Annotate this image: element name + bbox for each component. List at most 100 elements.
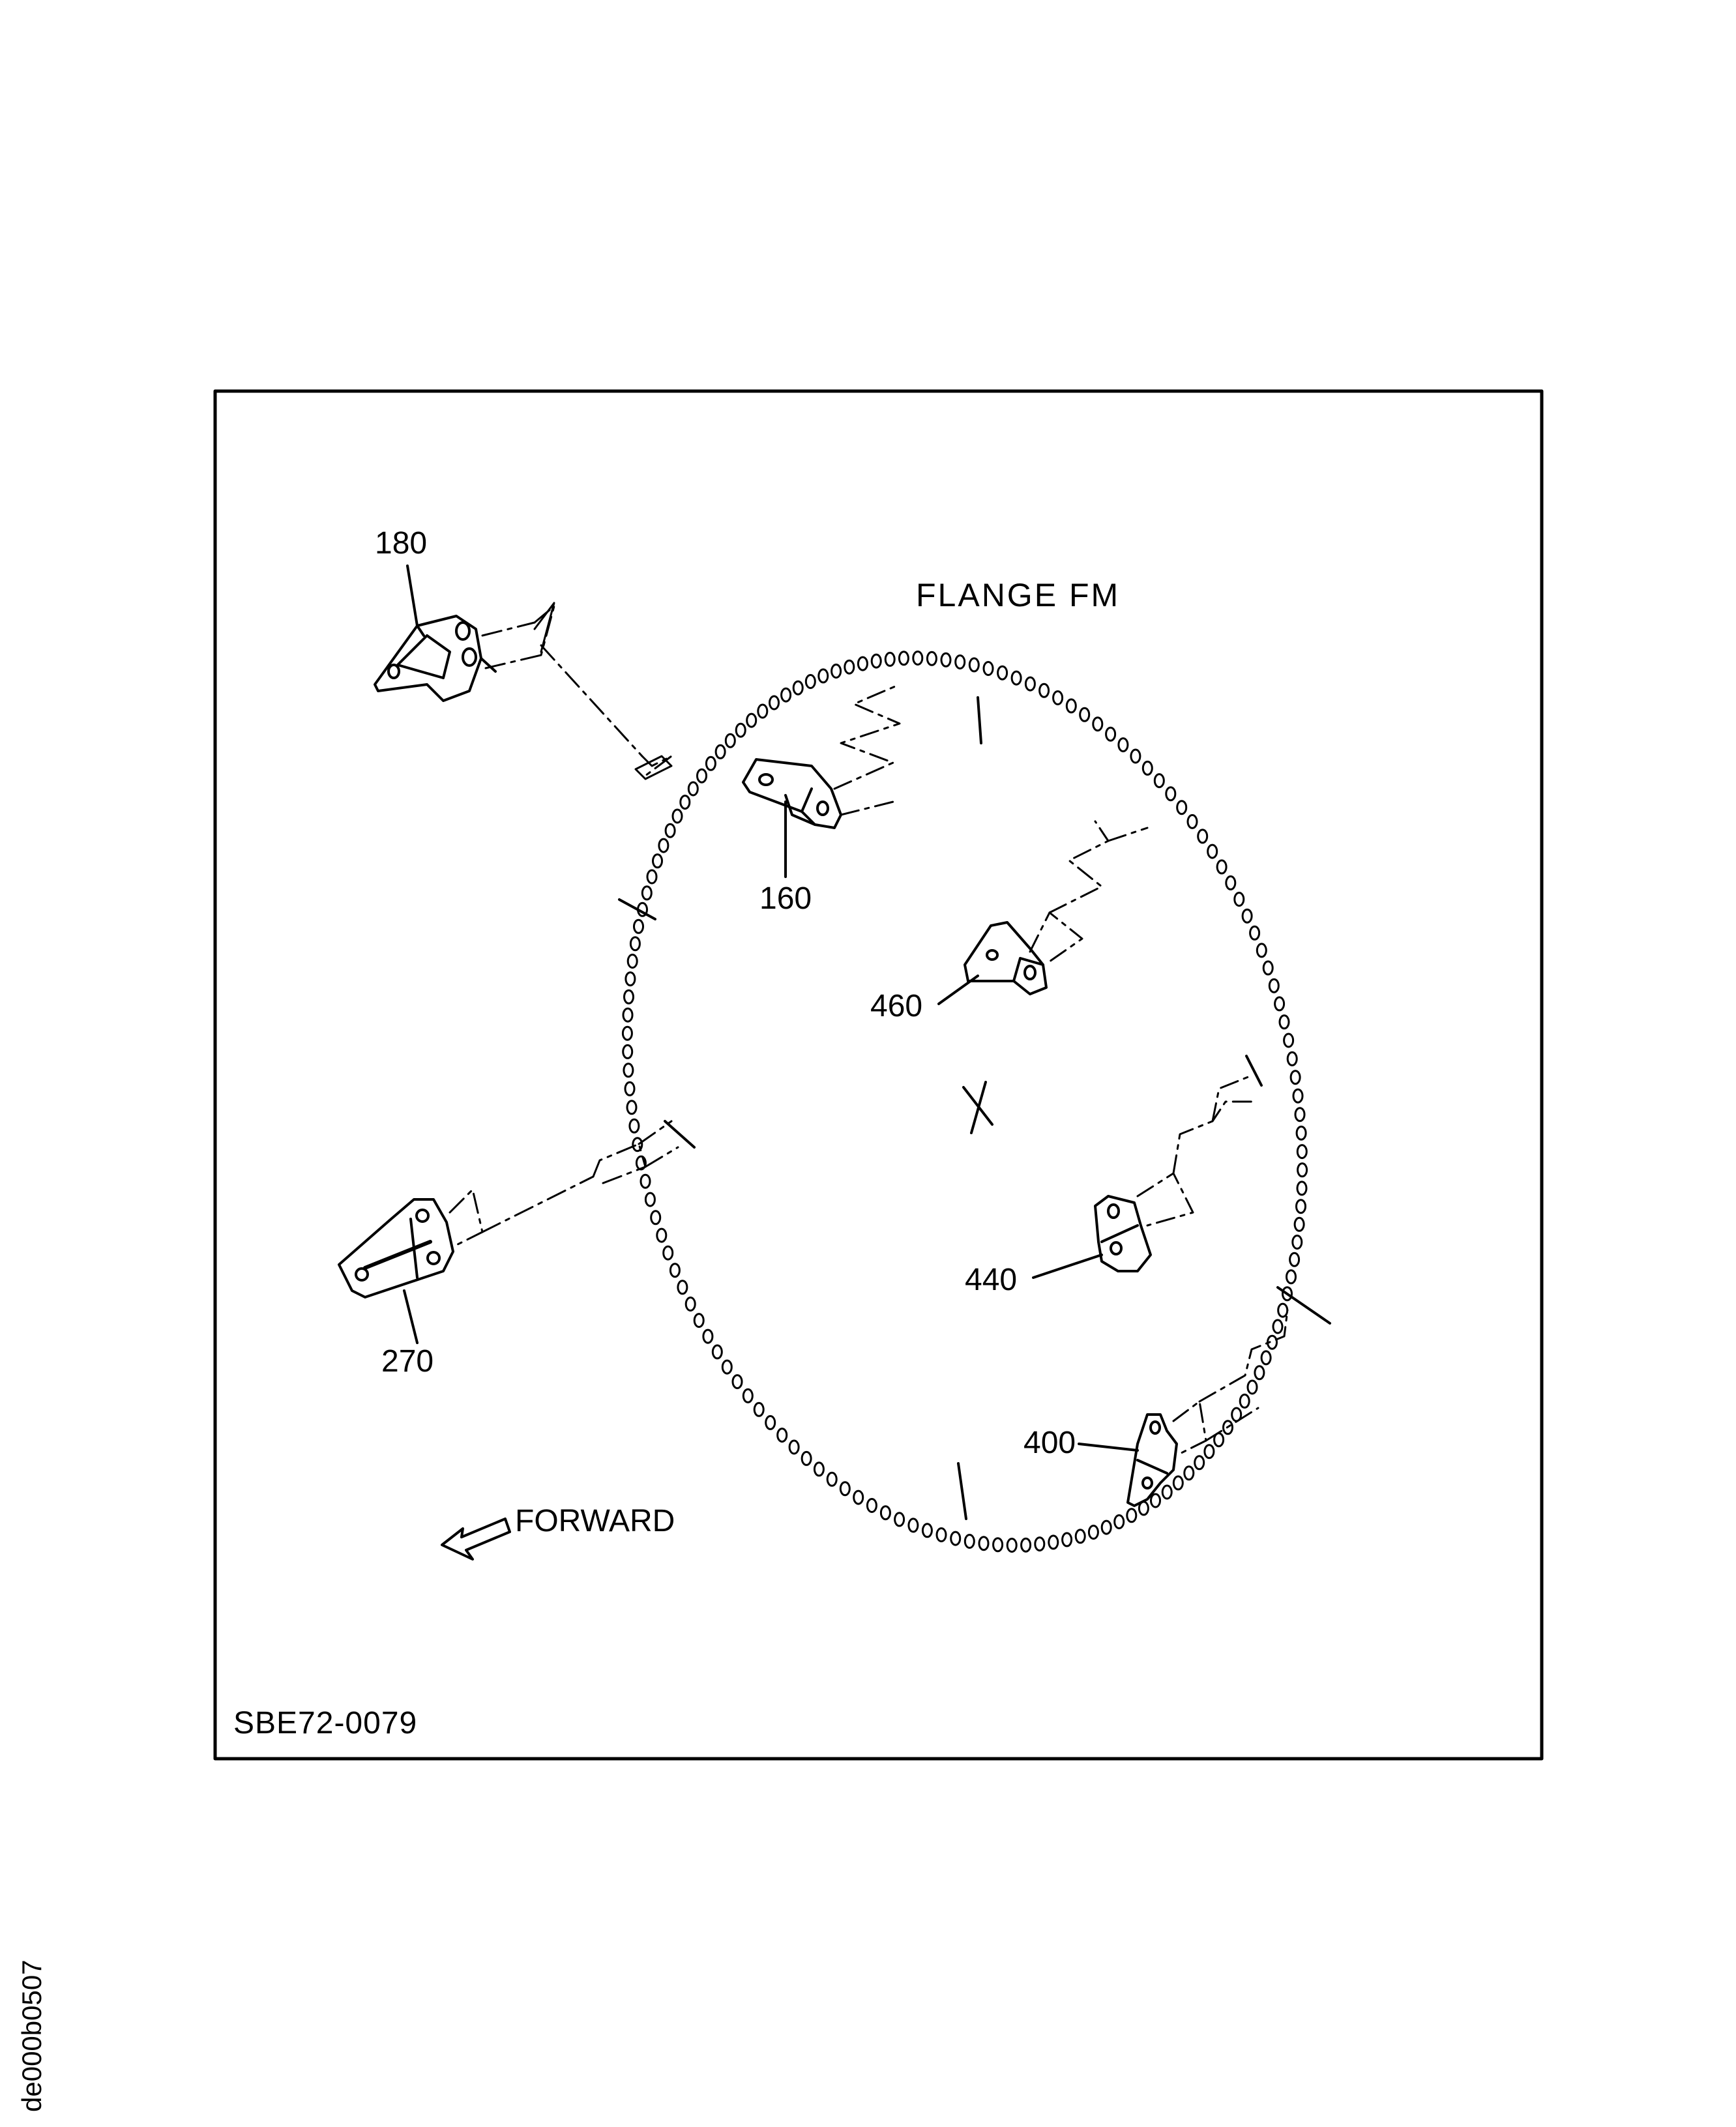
flange-hole <box>1283 1033 1295 1048</box>
flange-hole <box>1010 670 1022 686</box>
bracket-440 <box>1094 1195 1152 1272</box>
flange-hole <box>1087 1525 1099 1540</box>
installation-line-180 <box>481 605 673 777</box>
flange-hole <box>1165 786 1177 802</box>
flange-hole <box>1126 1508 1138 1523</box>
flange-hole <box>1274 996 1286 1012</box>
flange-hole <box>1296 1181 1308 1196</box>
flange-hole <box>1297 1162 1308 1178</box>
flange-hole <box>621 1025 633 1041</box>
flange-hole <box>711 1344 723 1360</box>
flange-hole <box>1130 748 1141 764</box>
flange-hole <box>626 954 638 969</box>
figure-id: SBE72-0079 <box>233 1706 418 1740</box>
flange-hole <box>623 989 634 1005</box>
flange-hole <box>1105 726 1117 742</box>
forward-arrow-icon <box>441 1518 511 1561</box>
flange-hole <box>646 869 658 885</box>
flange-hole <box>935 1527 947 1542</box>
flange-hole <box>1024 676 1036 692</box>
flange-hole <box>687 781 699 797</box>
flange-hole <box>926 651 937 666</box>
flange-hole <box>1286 1269 1297 1285</box>
flange-hole <box>912 651 924 666</box>
flange-hole <box>982 661 994 676</box>
flange-hole <box>623 1063 634 1078</box>
flange-hole <box>656 1227 668 1243</box>
flange-hole <box>1153 773 1165 789</box>
flange-hole <box>879 1505 891 1521</box>
flange-hole <box>1256 943 1267 958</box>
flange-hole <box>1222 1420 1233 1435</box>
flange-hole <box>629 936 641 952</box>
flange-hole <box>968 657 980 673</box>
callout-270: 270 <box>381 1344 434 1379</box>
flange-hole <box>992 1537 1004 1553</box>
flange-hole <box>1161 1484 1173 1500</box>
flange-hole <box>1272 1319 1284 1334</box>
flange-hole <box>894 1512 905 1527</box>
flange-hole <box>1289 1070 1301 1085</box>
flange-hole <box>1268 978 1280 993</box>
side-code: de000b0507 <box>16 1959 47 2112</box>
leader-180 <box>406 565 419 627</box>
flange-hole <box>1295 1199 1306 1214</box>
flange-hole <box>650 1210 662 1225</box>
flange-hole <box>1289 1252 1301 1267</box>
flange-hole <box>714 744 726 759</box>
leader-400 <box>1078 1443 1139 1452</box>
bracket-180-mount-tab <box>634 755 673 780</box>
flange-hole <box>817 668 829 684</box>
installation-line-460 <box>1029 820 1149 963</box>
flange-hole <box>1183 1465 1195 1481</box>
flange-hole <box>921 1523 933 1538</box>
flange-hole <box>721 1359 733 1375</box>
flange-hole <box>1295 1125 1307 1141</box>
flange-hole <box>1117 737 1129 753</box>
flange-hole <box>1260 1350 1272 1366</box>
flange-hole <box>1254 1365 1265 1381</box>
flange-hole <box>625 971 636 987</box>
flange-hole <box>1150 1493 1161 1508</box>
flange-hole <box>1194 1455 1205 1471</box>
flange-hole <box>804 674 816 689</box>
flange-hole <box>1079 707 1091 722</box>
flange-hole <box>696 768 707 784</box>
flange-hole <box>640 1173 651 1189</box>
flange-hole <box>622 1007 634 1023</box>
flange-hole <box>1141 760 1153 776</box>
flange-hole <box>1246 1379 1258 1395</box>
flange-hole <box>1186 814 1198 829</box>
flange-hole <box>1061 1532 1073 1548</box>
flange-hole <box>853 1489 864 1505</box>
installation-line-160 <box>833 683 901 816</box>
flange-hole <box>765 1415 776 1430</box>
callout-400: 400 <box>1023 1426 1076 1460</box>
flange-hole <box>702 1328 714 1344</box>
flange-hole <box>1203 1444 1215 1460</box>
flange-hole <box>757 703 769 719</box>
flange-hole <box>780 687 792 703</box>
flange-hole <box>1020 1537 1032 1553</box>
flange-hole <box>769 695 780 711</box>
flange-hole <box>1074 1529 1086 1544</box>
callout-160: 160 <box>759 881 812 916</box>
flange-hole <box>669 1263 681 1278</box>
flange-hole <box>731 1374 743 1390</box>
flange-hole <box>652 853 663 869</box>
flange-hole <box>1048 1534 1059 1550</box>
callout-460: 460 <box>870 989 923 1023</box>
flange-hole <box>1092 716 1104 732</box>
figure-frame <box>213 389 1544 1761</box>
flange-hole-ring <box>621 651 1308 1553</box>
flange-hole <box>1277 1302 1289 1318</box>
flange-hole <box>1172 1475 1184 1491</box>
flange-hole <box>664 823 676 838</box>
flange-hole <box>954 654 966 669</box>
flange-hole <box>735 722 746 738</box>
forward-label: FORWARD <box>515 1504 675 1538</box>
bracket-270 <box>338 1198 454 1298</box>
flange-hole <box>693 1313 705 1328</box>
flange-label: FLANGE FM <box>916 577 1121 613</box>
flange-hole <box>1225 875 1237 890</box>
